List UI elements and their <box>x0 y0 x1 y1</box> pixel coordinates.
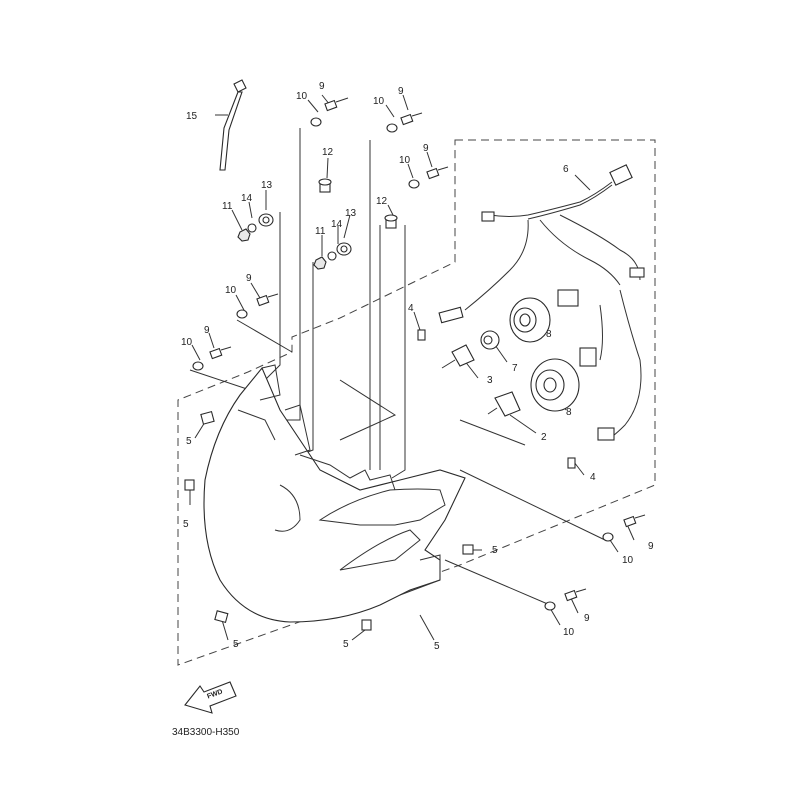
callout-7: 7 <box>512 363 518 374</box>
callout-1: 5 <box>434 641 440 652</box>
callout-5: 5 <box>183 519 189 530</box>
callout-5: 5 <box>492 545 498 556</box>
callout-14: 14 <box>331 219 343 230</box>
socket-icon <box>509 297 580 412</box>
headlight-housing-icon <box>203 364 466 623</box>
grommet-icon <box>258 213 352 256</box>
callout-9: 9 <box>246 273 252 284</box>
collar-icon <box>318 178 398 229</box>
washer-icon <box>247 223 337 261</box>
callout-13: 13 <box>261 180 273 191</box>
callout-13: 13 <box>345 208 357 219</box>
callout-10: 10 <box>181 337 193 348</box>
cap-icon <box>184 410 474 631</box>
callout-4: 4 <box>408 303 414 314</box>
callout-15: 15 <box>186 111 198 122</box>
callout-14: 14 <box>241 193 253 204</box>
callout-12: 12 <box>376 196 388 207</box>
callout-10: 10 <box>296 91 308 102</box>
callout-9: 9 <box>319 81 325 92</box>
cable-tie-icon <box>219 79 247 171</box>
callout-10: 10 <box>622 555 634 566</box>
callout-5: 5 <box>186 436 192 447</box>
callout-9: 9 <box>398 86 404 97</box>
callout-5: 5 <box>343 639 349 650</box>
fwd-arrow-icon: FWD <box>184 681 237 714</box>
bulb-holder-icon <box>480 330 500 350</box>
bulb-icon <box>417 329 576 469</box>
callout-9: 9 <box>584 613 590 624</box>
callout-10: 10 <box>373 96 385 107</box>
headlight-bulb-icon <box>441 344 521 417</box>
callout-10: 10 <box>563 627 575 638</box>
callout-8: 8 <box>546 329 552 340</box>
assembly-boundary <box>177 139 656 666</box>
callout-6: 6 <box>563 164 569 175</box>
callout-3: 3 <box>487 375 493 386</box>
callout-8: 8 <box>566 407 572 418</box>
bolt-icon <box>192 97 646 611</box>
wire-harness-icon <box>438 164 645 441</box>
callout-10: 10 <box>399 155 411 166</box>
callout-11: 11 <box>222 201 233 212</box>
callout-11: 11 <box>315 226 326 237</box>
callout-labels: 15 10 9 10 9 10 9 12 14 13 11 12 14 13 1… <box>181 81 654 652</box>
nut-icon <box>237 228 327 270</box>
callout-4: 4 <box>590 472 596 483</box>
callout-9: 9 <box>423 143 429 154</box>
callout-10: 10 <box>225 285 237 296</box>
callout-2: 2 <box>541 432 547 443</box>
callout-9: 9 <box>648 541 654 552</box>
part-code: 34B3300-H350 <box>172 727 240 738</box>
callout-9: 9 <box>204 325 210 336</box>
callout-12: 12 <box>322 147 334 158</box>
callout-5: 5 <box>233 639 239 650</box>
